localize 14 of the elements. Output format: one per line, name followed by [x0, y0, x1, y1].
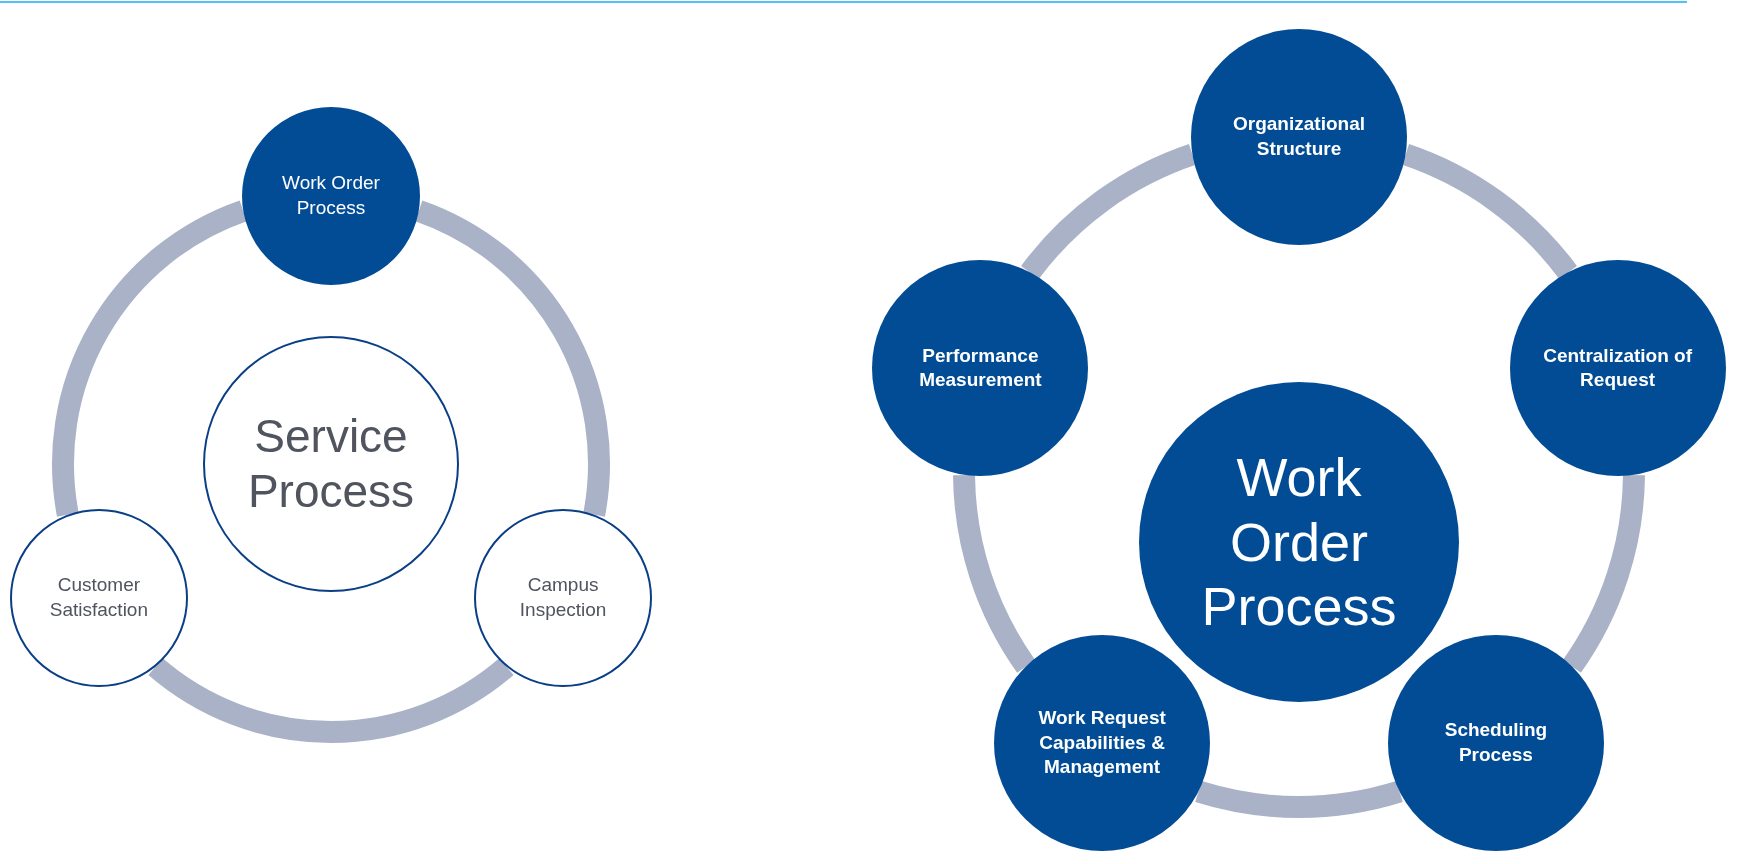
ring-connector	[953, 474, 1036, 673]
node-label: Campus Inspection	[518, 573, 608, 622]
node-label: Service Process	[246, 408, 416, 519]
node-label: Centralization of Request	[1542, 343, 1693, 393]
node-label: Work Request Capabilities & Management	[1037, 706, 1167, 780]
ring-connector	[1562, 474, 1645, 673]
node-label: Work Order Process	[1200, 445, 1398, 639]
node-label: Customer Satisfaction	[48, 573, 149, 622]
node-label: Work Order Process	[281, 171, 381, 220]
ring-connector	[148, 657, 514, 743]
node-label: Performance Measurement	[918, 343, 1043, 393]
ring-connector	[1195, 780, 1403, 818]
node-label: Scheduling Process	[1443, 718, 1549, 767]
node-label: Organizational Structure	[1232, 112, 1366, 161]
